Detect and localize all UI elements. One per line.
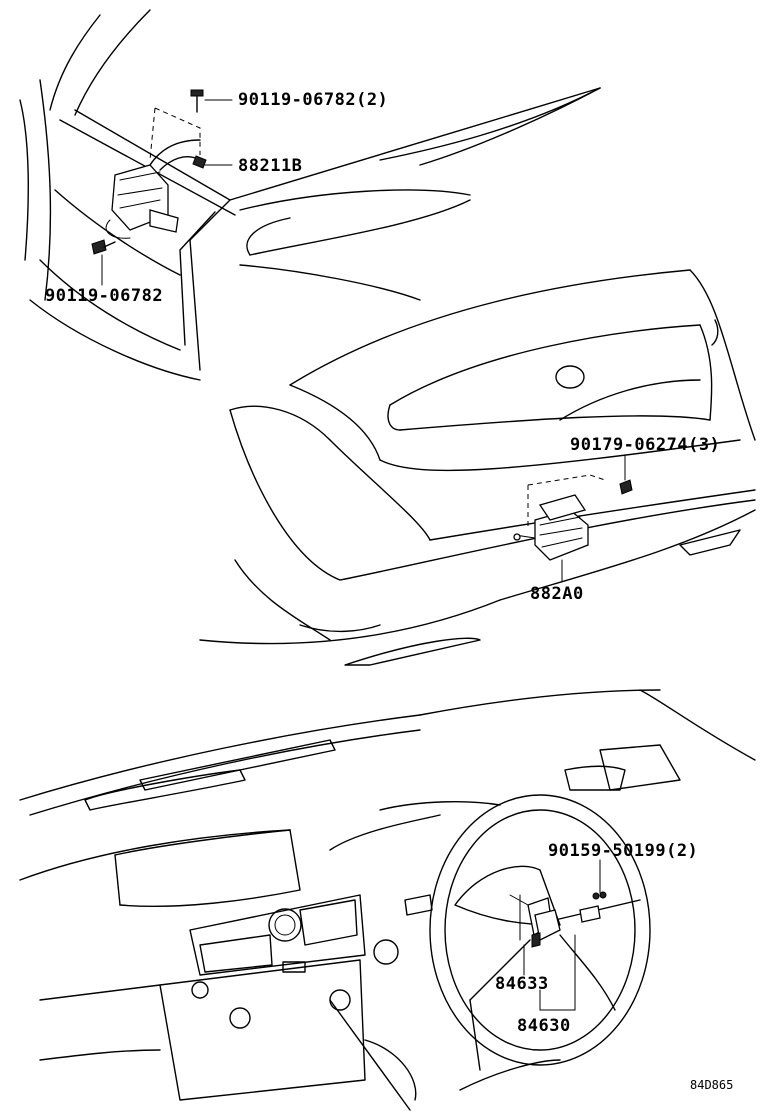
steering-wheel xyxy=(429,794,651,1071)
figure-code: 84D865 xyxy=(690,1078,734,1092)
switch-parts xyxy=(509,859,607,1011)
label-front-sensor: 88211B xyxy=(238,156,303,176)
label-screw-wheel: 90159-50199(2) xyxy=(548,841,699,861)
label-rear-unit: 882A0 xyxy=(530,584,584,604)
label-bolt-top: 90119-06782(2) xyxy=(238,90,389,110)
front-sensor-part xyxy=(91,89,233,286)
front-car-outline xyxy=(19,9,601,381)
label-nut-rear: 90179-06274(3) xyxy=(570,435,721,455)
label-switch-assy: 84630 xyxy=(517,1016,571,1036)
rear-car-outline xyxy=(199,269,756,666)
rear-unit-part xyxy=(513,454,633,583)
interior-outline xyxy=(19,689,756,1111)
label-bolt-left: 90119-06782 xyxy=(45,286,164,306)
label-switch-a: 84633 xyxy=(495,974,549,994)
